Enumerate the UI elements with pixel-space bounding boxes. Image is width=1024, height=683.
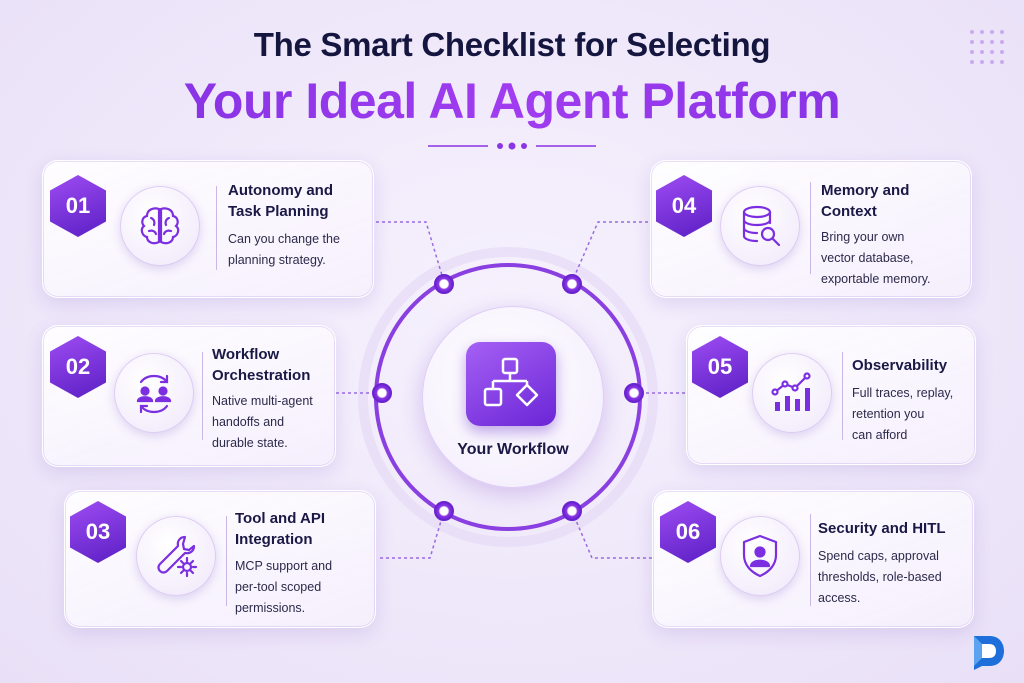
- card-02-desc-line3: durable state.: [212, 436, 288, 450]
- card-03-desc-line3: permissions.: [235, 601, 306, 615]
- card-03-title-line1: Tool and API: [235, 510, 325, 527]
- database-search-icon: [720, 186, 800, 266]
- card-04-desc-line1: Bring your own: [821, 230, 905, 244]
- card-06-desc-line1: Spend caps, approval: [818, 549, 939, 563]
- bar-chart-icon: [752, 353, 832, 433]
- card-04-desc-line3: exportable memory.: [821, 272, 931, 286]
- card-05-desc-line2: retention you: [852, 407, 925, 421]
- card-06-title-line1: Security and HITL: [818, 520, 946, 537]
- card-03-desc-line2: per-tool scoped: [235, 580, 322, 594]
- ring-node-01: [434, 274, 454, 294]
- card-02-desc-line1: Native multi-agent: [212, 394, 313, 408]
- connector-03: [380, 510, 445, 559]
- ring-node-05: [624, 383, 644, 403]
- card-04-title-line1: Memory and: [821, 182, 910, 199]
- card-02-title-line1: Workflow: [212, 346, 280, 363]
- brain-icon: [120, 186, 200, 266]
- card-04-title-line2: Context: [821, 203, 877, 220]
- card-02-title-line2: Orchestration: [212, 367, 311, 384]
- connector-01: [376, 221, 445, 283]
- ring-node-03: [434, 501, 454, 521]
- connector-04: [571, 221, 648, 283]
- page-title: The Smart Checklist for Selecting: [253, 26, 771, 63]
- badge-02: 02: [50, 336, 106, 398]
- card-01-title-line2: Task Planning: [228, 203, 329, 220]
- checklist-card-04: [650, 160, 972, 298]
- decorative-dot-grid: [970, 30, 1004, 64]
- connector-06: [571, 510, 652, 559]
- card-05-title-line1: Observability: [852, 357, 948, 374]
- card-05-desc-line1: Full traces, replay,: [852, 386, 954, 400]
- page-subtitle: Your Ideal AI Agent Platform: [0, 72, 1024, 130]
- ring-node-06: [562, 501, 582, 521]
- card-06-desc-line2: thresholds, role-based: [818, 570, 942, 584]
- title-divider: [428, 142, 596, 150]
- ring-node-02: [372, 383, 392, 403]
- brand-logo: [974, 636, 1004, 670]
- users-sync-icon: [114, 353, 194, 433]
- card-02-desc-line2: handoffs and: [212, 415, 285, 429]
- card-06-desc-line3: access.: [818, 591, 861, 605]
- wrench-gear-icon: [136, 516, 216, 596]
- card-01-desc-line2: planning strategy.: [228, 253, 326, 267]
- ring-node-04: [562, 274, 582, 294]
- card-05-desc-line3: can afford: [852, 428, 908, 442]
- card-03-desc-line1: MCP support and: [235, 559, 333, 573]
- card-04-desc-line2: vector database,: [821, 251, 914, 265]
- shield-user-icon: [720, 516, 800, 596]
- checklist-card-01: [42, 160, 374, 298]
- workflow-label: Your Workflow: [457, 441, 569, 458]
- card-01-desc-line1: Can you change the: [228, 232, 340, 246]
- flowchart-icon: [466, 342, 556, 426]
- card-01-title-line1: Autonomy and: [228, 182, 333, 199]
- card-03-title-line2: Integration: [235, 531, 313, 548]
